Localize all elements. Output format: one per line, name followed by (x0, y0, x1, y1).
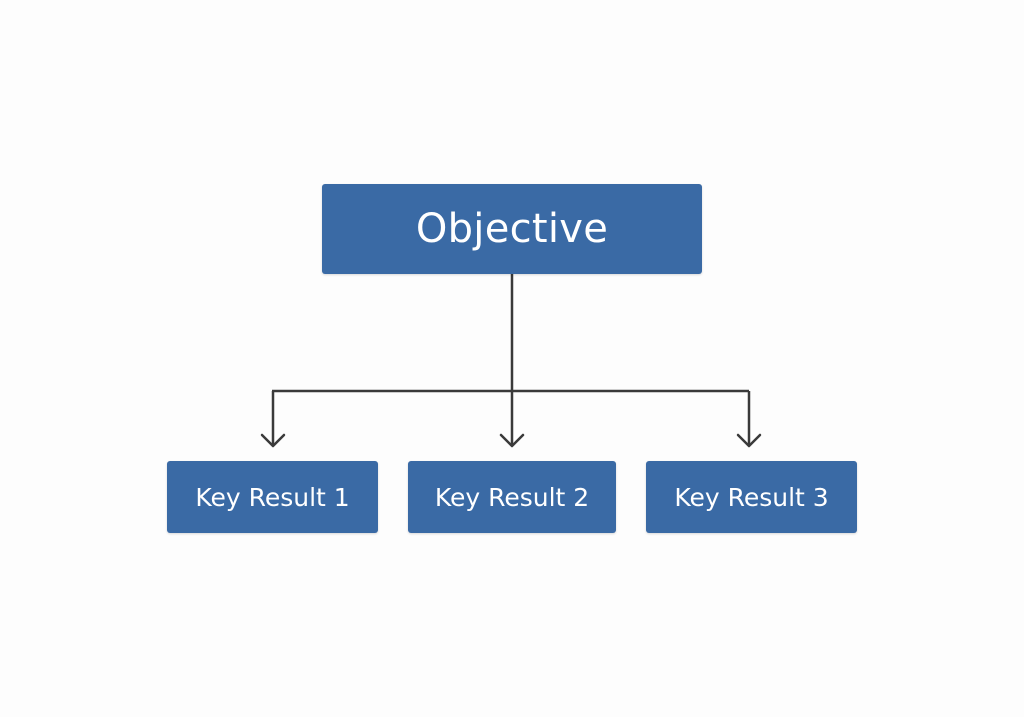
key-result-label-3: Key Result 3 (674, 482, 829, 512)
arrowhead-3 (736, 433, 762, 448)
arrowhead-2 (499, 433, 525, 448)
key-result-node-1: Key Result 1 (167, 461, 378, 533)
arrowhead-1 (260, 433, 286, 448)
objective-label: Objective (415, 206, 609, 252)
objective-node: Objective (322, 184, 702, 274)
key-result-label-2: Key Result 2 (434, 482, 590, 512)
key-result-node-3: Key Result 3 (646, 461, 857, 533)
key-result-label-1: Key Result 1 (195, 482, 350, 512)
key-result-node-2: Key Result 2 (408, 461, 616, 533)
